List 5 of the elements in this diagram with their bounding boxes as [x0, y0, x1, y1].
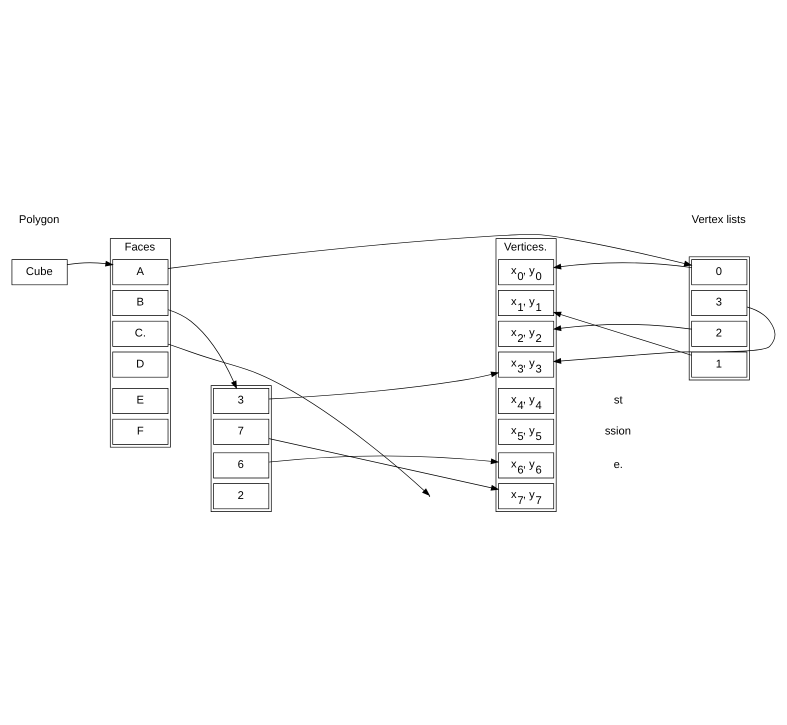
label: Polygon	[18, 214, 60, 226]
label: st	[614, 394, 623, 407]
label: Vertex lists	[692, 214, 746, 226]
label: ssion	[604, 425, 631, 438]
label: e.	[614, 459, 623, 472]
